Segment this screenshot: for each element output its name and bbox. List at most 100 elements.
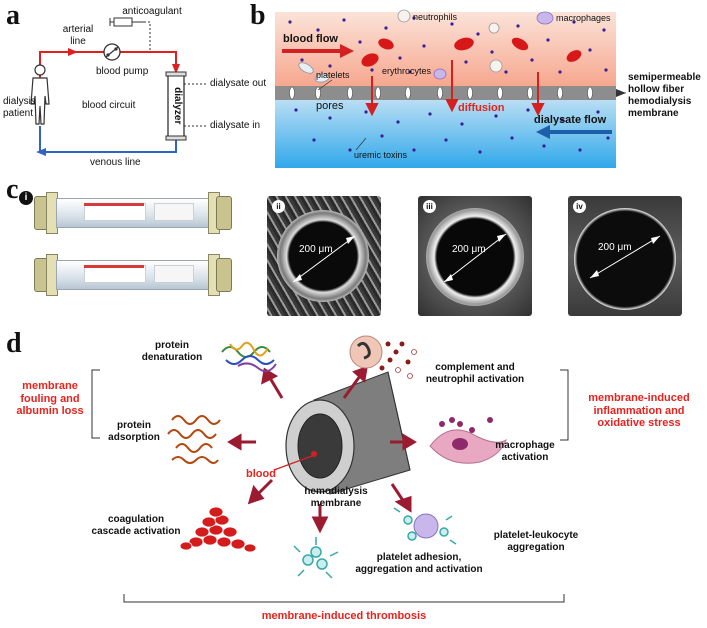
pore-icon (315, 86, 321, 100)
erythrocyte-icon (454, 37, 474, 51)
scale-label-iii: 200 μm (452, 244, 486, 255)
neutrophil-icon (489, 59, 503, 73)
uremic-toxins-label: uremic toxins (354, 150, 408, 160)
arterial-line-label: arterial line (62, 24, 94, 47)
macrophage-icon (536, 11, 554, 25)
syringe-icon (113, 17, 133, 27)
adsorbed-protein-icon (167, 415, 221, 464)
neutrophil-complement-icon (349, 335, 417, 379)
arrow-to-coagulation-icon (247, 484, 265, 505)
roman-label-ii: ii (276, 202, 281, 211)
erythrocyte-icon (361, 53, 379, 67)
venous-line-label: venous line (90, 157, 141, 168)
neutrophil-icon (488, 22, 500, 34)
sem-image-ii: ii 200 μm (267, 196, 381, 316)
platelet-leukocyte-icon (393, 507, 457, 545)
scale-label-ii: 200 μm (299, 244, 333, 255)
hollow-fiber-icon (285, 371, 411, 495)
erythrocyte-icon (566, 50, 582, 62)
dialysate-arrowhead-icon (536, 125, 550, 139)
roman-label-iii: iii (426, 202, 433, 211)
platelets-label: platelets (316, 70, 350, 80)
coagulation-cells-icon (179, 506, 257, 553)
platelet-aggregate-icon (293, 537, 339, 579)
pore-icon (347, 86, 353, 100)
pore-icon (497, 86, 503, 100)
sem-image-iii: iii 200 μm (418, 196, 532, 316)
roman-label-i: i (19, 191, 33, 205)
coagulation-label: coagulation cascade activation (91, 514, 181, 537)
arrow-to-denaturation-icon (261, 367, 279, 385)
pore-icon (587, 86, 593, 100)
bottom-bracket (123, 594, 565, 603)
arrow-to-adsorption-icon (227, 433, 242, 451)
macrophage-cell-icon (429, 417, 507, 464)
thrombosis-label: membrane-induced thrombosis (261, 610, 427, 622)
arrow-to-complement-icon (352, 365, 368, 383)
diffusion-arrow-icon (365, 103, 379, 117)
pores-label: pores (316, 100, 344, 112)
patient-icon (30, 64, 50, 125)
arrow-to-platelet-icon (311, 516, 329, 534)
dialysate-in-label: dialysate in (210, 120, 261, 131)
blood-pump-label: blood pump (96, 66, 149, 77)
macrophage-icon (433, 68, 447, 80)
platelet-leukocyte-label: platelet-leukocyte aggregation (493, 530, 579, 553)
right-bracket (560, 369, 569, 441)
pore-icon (557, 86, 563, 100)
inflammation-label: membrane-induced inflammation and oxidat… (588, 392, 690, 430)
protein-denaturation-label: protein denaturation (141, 340, 203, 363)
platelet-adhesion-label: platelet adhesion, aggregation and activ… (355, 552, 483, 575)
membrane-description-label: semipermeable hollow fiber hemodialysis … (628, 72, 701, 119)
erythrocyte-icon (511, 37, 529, 51)
pore-icon (467, 86, 473, 100)
diffusion-arrow-icon (531, 103, 545, 117)
blood-circuit-label: blood circuit (82, 100, 136, 111)
arrow-to-leukocyte-icon (394, 495, 412, 513)
arterial-arrow-2-icon (172, 64, 180, 74)
pore-icon (289, 86, 295, 100)
panel-label-a: a (6, 0, 20, 31)
scale-label-iv: 200 μm (598, 242, 632, 253)
sem-image-iv: iv 200 μm (568, 196, 682, 316)
left-bracket (91, 369, 100, 439)
panel-label-d: d (6, 328, 22, 359)
dialyzer-cartridge-2 (34, 252, 232, 296)
complement-label: complement and neutrophil activation (425, 362, 525, 385)
pore-icon (527, 86, 533, 100)
diffusion-label: diffusion (458, 102, 505, 114)
fouling-label: membrane fouling and albumin loss (16, 380, 84, 418)
arrow-to-macrophage-icon (402, 433, 417, 451)
pore-icon (405, 86, 411, 100)
platelet-icon (314, 73, 330, 83)
anticoagulant-label: anticoagulant (122, 6, 182, 17)
blood-flow-label: blood flow (283, 33, 338, 45)
macrophages-label: macrophages (556, 13, 611, 23)
dialysis-patient-label: dialysis patient (3, 96, 36, 119)
membrane-pointer-icon (616, 89, 626, 97)
roman-label-iv: iv (576, 202, 583, 211)
denatured-protein-icon (221, 341, 277, 373)
dialysate-out-label: dialysate out (210, 78, 267, 89)
venous-arrow-icon (36, 148, 46, 156)
macrophage-activation-label: macrophage activation (495, 440, 555, 463)
panel-label-b: b (250, 0, 266, 31)
dialysate-flow-label: dialysate flow (534, 114, 607, 126)
venous-line-path (39, 126, 177, 153)
diffusion-arrow-icon (445, 99, 459, 113)
pore-icon (375, 86, 381, 100)
pore-icon (437, 86, 443, 100)
erythrocytes-label: erythrocytes (382, 66, 432, 76)
protein-adsorption-label: protein adsorption (108, 420, 160, 443)
blood-flow-arrowhead-icon (340, 44, 354, 58)
dialyzer-cartridge-1 (34, 190, 232, 234)
neutrophil-icon (397, 9, 411, 23)
neutrophils-label: neutrophils (413, 12, 458, 22)
erythrocyte-icon (378, 38, 394, 50)
hemodialysis-membrane-label: hemodialysis membrane (304, 486, 368, 509)
platelet-icon (298, 62, 314, 74)
blood-label: blood (246, 468, 276, 480)
